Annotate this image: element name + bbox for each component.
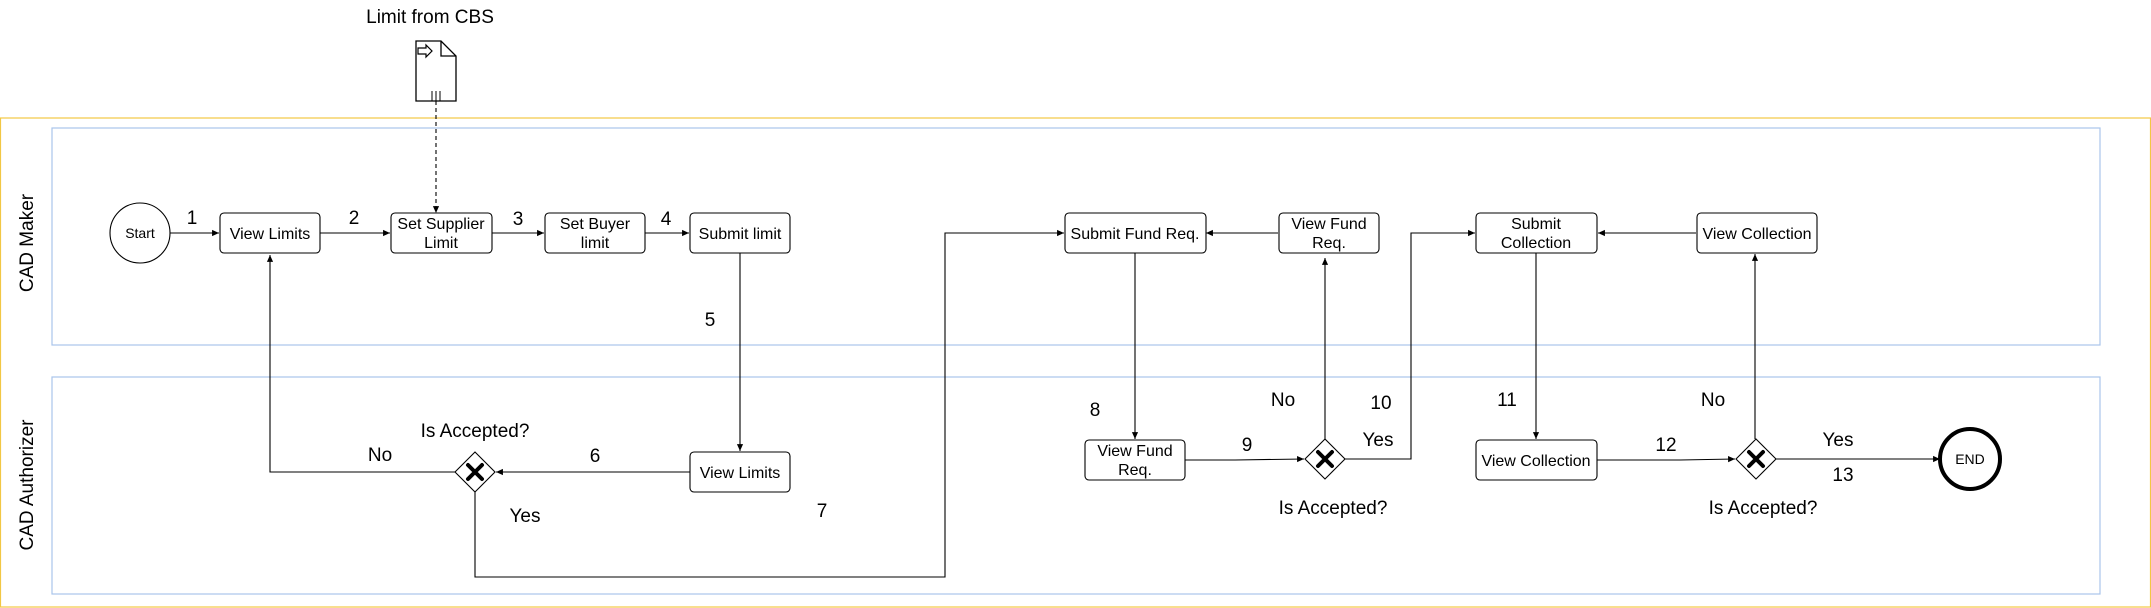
edge-g1-no	[266, 255, 455, 473]
svg-text:Submit: Submit	[1511, 216, 1561, 233]
step-number: 9	[1242, 435, 1253, 456]
task-view-limits-maker: View Limits	[219, 212, 321, 254]
svg-text:Start: Start	[125, 225, 155, 241]
svg-text:Submit Fund Req.: Submit Fund Req.	[1071, 226, 1200, 243]
svg-text:View Collection: View Collection	[1702, 226, 1811, 243]
step-number: 5	[705, 310, 716, 331]
step-number: 12	[1655, 435, 1676, 456]
svg-text:View Limits: View Limits	[230, 226, 311, 243]
exclusive-gateway-icon	[454, 451, 496, 493]
branch-label-no: No	[368, 445, 392, 466]
start-event: Start	[109, 202, 171, 264]
svg-text:Req.: Req.	[1312, 235, 1346, 252]
task-submit-collection: Submit Collection	[1475, 212, 1598, 254]
exclusive-gateway-icon	[1304, 438, 1346, 480]
task-view-collection-authorizer: View Collection	[1475, 439, 1598, 481]
step-number: 2	[349, 208, 360, 229]
svg-text:END: END	[1955, 451, 1985, 467]
step-number: 6	[590, 446, 601, 467]
svg-text:View Collection: View Collection	[1481, 453, 1590, 470]
step-number: 3	[513, 209, 524, 230]
svg-text:View Fund: View Fund	[1097, 443, 1172, 460]
svg-text:Set Supplier: Set Supplier	[397, 216, 485, 233]
step-number: 11	[1497, 390, 1517, 411]
task-submit-limit: Submit limit	[689, 212, 791, 254]
svg-text:Req.: Req.	[1118, 462, 1152, 479]
svg-text:Set Buyer: Set Buyer	[560, 216, 631, 233]
branch-label-yes: Yes	[510, 506, 541, 527]
svg-text:View Limits: View Limits	[700, 465, 781, 482]
gateway-label: Is Accepted?	[1279, 498, 1388, 519]
lane-cad-authorizer	[51, 376, 2101, 595]
task-view-limits-authorizer: View Limits	[689, 451, 791, 493]
edge-9	[1185, 456, 1305, 463]
task-set-supplier-limit: Set Supplier Limit	[390, 212, 493, 254]
task-submit-fund-req: Submit Fund Req.	[1064, 212, 1207, 254]
edge-12	[1597, 456, 1736, 463]
step-number: 1	[187, 208, 198, 229]
task-view-fund-req-maker: View Fund Req.	[1278, 212, 1380, 254]
step-number: 4	[661, 209, 672, 230]
step-number: 10	[1370, 393, 1391, 414]
flow-edges	[168, 101, 1940, 578]
task-set-buyer-limit: Set Buyer limit	[544, 212, 646, 254]
step-number: 13	[1832, 465, 1853, 486]
lane-label-maker: CAD Maker	[17, 193, 38, 292]
edge-g1-yes	[474, 229, 1064, 578]
branch-label-yes: Yes	[1363, 430, 1394, 451]
branch-label-no: No	[1701, 390, 1725, 411]
pool-border	[0, 117, 2151, 608]
branch-label-no: No	[1271, 390, 1295, 411]
svg-text:limit: limit	[581, 235, 610, 252]
svg-text:Collection: Collection	[1501, 235, 1571, 252]
exclusive-gateway-icon	[1735, 438, 1777, 480]
data-document-icon	[415, 40, 457, 102]
source-label: Limit from CBS	[366, 7, 494, 28]
task-view-collection-maker: View Collection	[1696, 212, 1818, 254]
gateway-label: Is Accepted?	[421, 421, 530, 442]
edge-g2-yes	[1345, 229, 1475, 460]
svg-text:View Fund: View Fund	[1291, 216, 1366, 233]
step-number: 8	[1090, 400, 1101, 421]
gateway-label: Is Accepted?	[1709, 498, 1818, 519]
task-view-fund-req-authorizer: View Fund Req.	[1084, 439, 1186, 481]
lane-label-authorizer: CAD Authorizer	[17, 419, 38, 551]
end-event: END	[1938, 427, 2002, 491]
svg-text:Submit limit: Submit limit	[699, 226, 782, 243]
step-numbers: 1 2 3 4 5 6 7 8 9 10 11 12 13	[187, 208, 1854, 522]
svg-text:Limit: Limit	[424, 235, 458, 252]
step-number: 7	[817, 501, 828, 522]
branch-label-yes: Yes	[1823, 430, 1854, 451]
lane-cad-maker	[51, 127, 2101, 346]
